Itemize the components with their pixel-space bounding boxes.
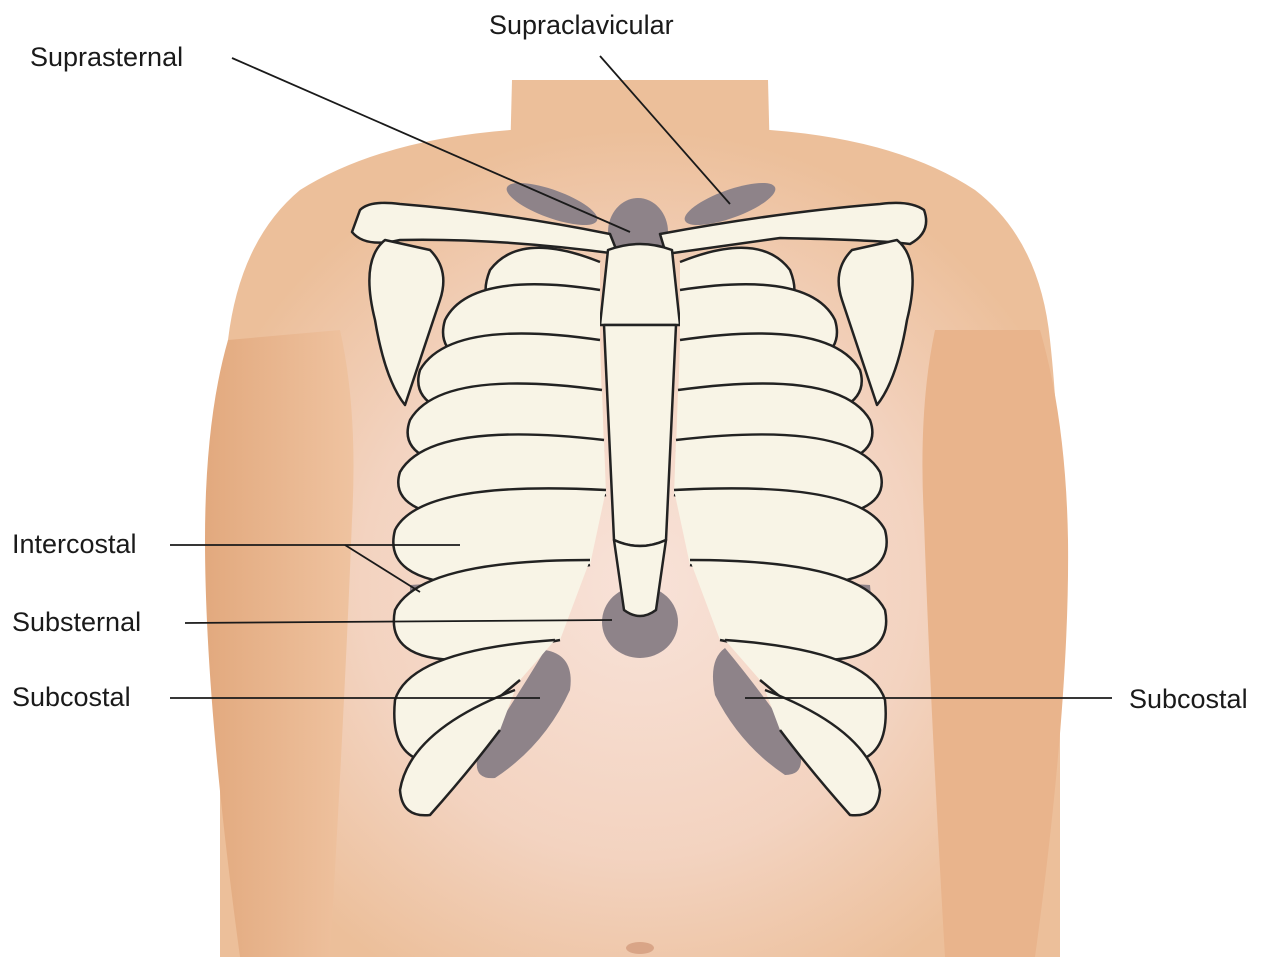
label-subcostal-right: Subcostal [1129, 686, 1248, 713]
label-substernal: Substernal [12, 609, 141, 636]
label-intercostal: Intercostal [12, 531, 137, 558]
label-suprasternal: Suprasternal [30, 44, 183, 71]
label-supraclavicular: Supraclavicular [489, 12, 674, 39]
navel [626, 942, 654, 954]
sternum-body [604, 325, 676, 546]
label-subcostal-left: Subcostal [12, 684, 131, 711]
manubrium [600, 244, 680, 325]
right-arm [922, 330, 1068, 957]
